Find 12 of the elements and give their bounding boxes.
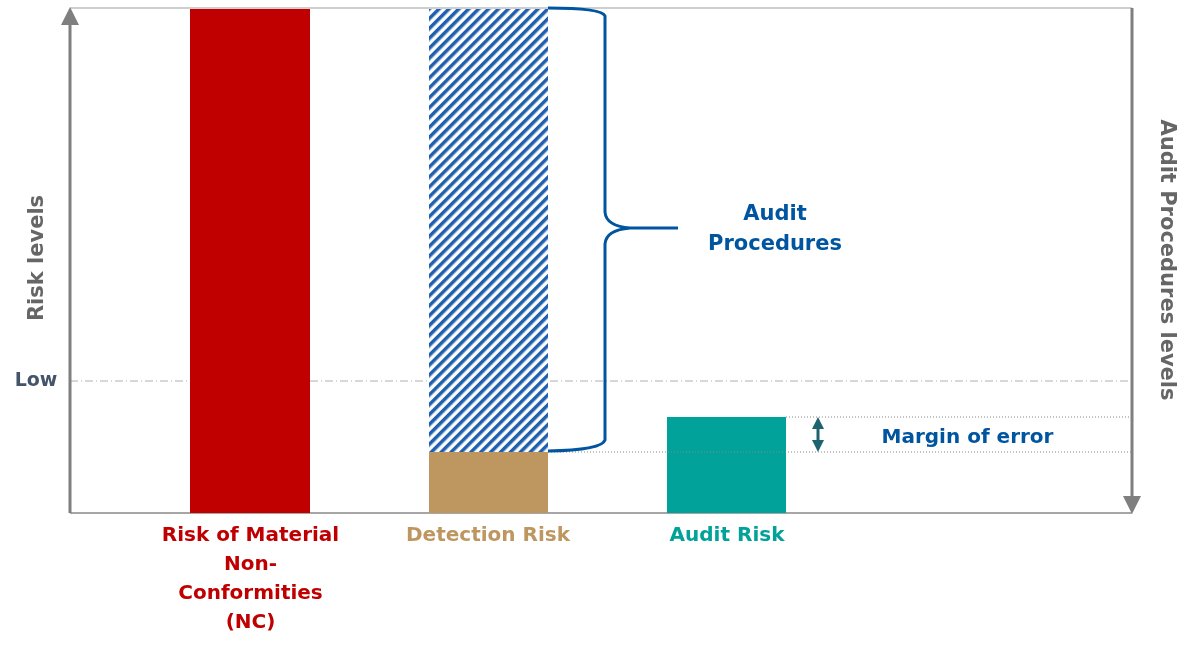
risk-bar (190, 9, 310, 513)
bar-label: Audit Risk (668, 521, 786, 548)
brace-label: Audit Procedures (707, 200, 843, 258)
axis-title: Risk levels (22, 194, 49, 322)
axis-title: Audit Procedures levels (1155, 119, 1182, 401)
bar-label: Risk of Material Non-Conformities (NC) (160, 521, 341, 635)
hatched-bar (429, 9, 548, 452)
detection-bar (429, 452, 548, 513)
bar-label: Detection Risk (405, 521, 571, 548)
level-label: Low (13, 367, 59, 392)
margin-label: Margin of error (880, 423, 1055, 450)
audit-risk-bar (667, 417, 786, 513)
